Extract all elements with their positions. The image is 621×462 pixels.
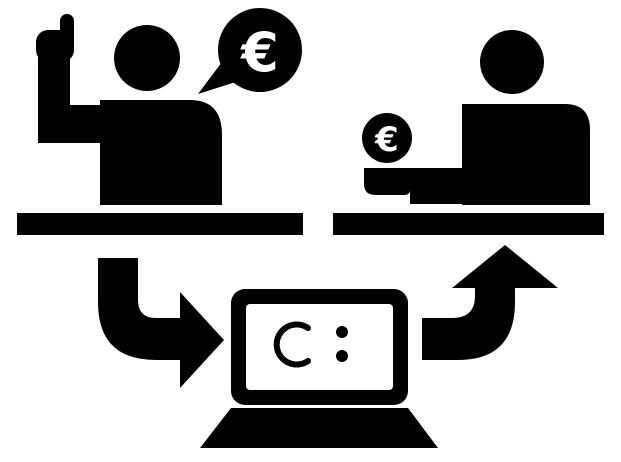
coin-currency-symbol: € bbox=[374, 120, 399, 160]
speech-bubble-icon: € bbox=[198, 8, 302, 94]
laptop-icon bbox=[200, 289, 438, 448]
curved-arrow-up-right-icon bbox=[422, 245, 558, 360]
curved-arrow-down-right-icon bbox=[98, 258, 224, 388]
bubble-currency-symbol: € bbox=[239, 21, 279, 84]
right-desk bbox=[333, 213, 604, 235]
screen-glyph bbox=[273, 321, 348, 368]
coin-payment-icon: € bbox=[362, 113, 412, 195]
right-person-icon bbox=[410, 30, 590, 205]
left-person-icon bbox=[36, 14, 222, 205]
left-desk bbox=[17, 213, 303, 235]
